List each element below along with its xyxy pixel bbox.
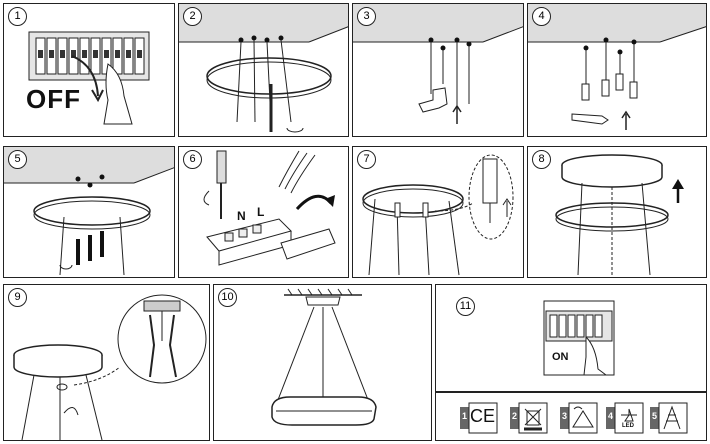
panel-step-4: 4 — [527, 3, 707, 137]
anchors-illustration — [528, 4, 706, 130]
ce-mark: CE — [470, 406, 496, 426]
lamp-assembly-illustration — [555, 154, 684, 276]
symbol-number: 5 — [652, 411, 658, 421]
step-number: 9 — [8, 288, 27, 307]
panel-step-5: 5 — [3, 146, 175, 278]
step-number: 5 — [8, 150, 27, 169]
symbol-number: 2 — [512, 411, 518, 421]
symbol-number: 1 — [462, 411, 468, 421]
led-label: LED — [622, 423, 634, 429]
wire-label-n: N — [237, 209, 246, 223]
ceiling-mount-illustration — [179, 4, 348, 133]
panel-step-10: 10 — [213, 284, 432, 441]
drilling-holes-illustration — [353, 4, 523, 124]
step-number: 6 — [183, 150, 202, 169]
installed-lamp-illustration — [271, 288, 377, 426]
panel-step-8: 8 — [527, 146, 707, 278]
breaker-off-illustration — [28, 31, 150, 125]
step-number: 3 — [357, 7, 376, 26]
step-number: 7 — [357, 150, 376, 169]
symbol-number: 3 — [562, 411, 568, 421]
step-number: 1 — [8, 7, 27, 26]
step-number: 8 — [532, 150, 551, 169]
symbols-illustration — [460, 402, 688, 434]
panel-step-2: 2 — [178, 3, 349, 137]
screw-base-illustration — [4, 147, 174, 276]
wiring-connection-illustration — [203, 150, 336, 266]
breaker-on-illustration — [543, 300, 615, 376]
cable-adjust-illustration — [13, 294, 207, 440]
symbols-panel: 1 2 3 4 5 CE LED — [435, 392, 707, 441]
panel-step-7: 7 — [352, 146, 524, 278]
step-number: 2 — [183, 7, 202, 26]
wire-label-l: L — [257, 205, 265, 219]
suspension-cable-illustration — [362, 154, 514, 276]
panel-step-6: 6 N L — [178, 146, 349, 278]
panel-step-11: 11 ON — [435, 284, 707, 392]
off-label: OFF — [26, 84, 81, 114]
step-number: 10 — [218, 288, 237, 307]
panel-step-3: 3 — [352, 3, 524, 137]
on-label: ON — [552, 351, 569, 363]
symbol-number: 4 — [608, 411, 614, 421]
step-number: 4 — [532, 7, 551, 26]
panel-step-9: 9 — [3, 284, 210, 441]
step-number: 11 — [456, 297, 475, 316]
panel-step-1: 1 OFF — [3, 3, 175, 137]
